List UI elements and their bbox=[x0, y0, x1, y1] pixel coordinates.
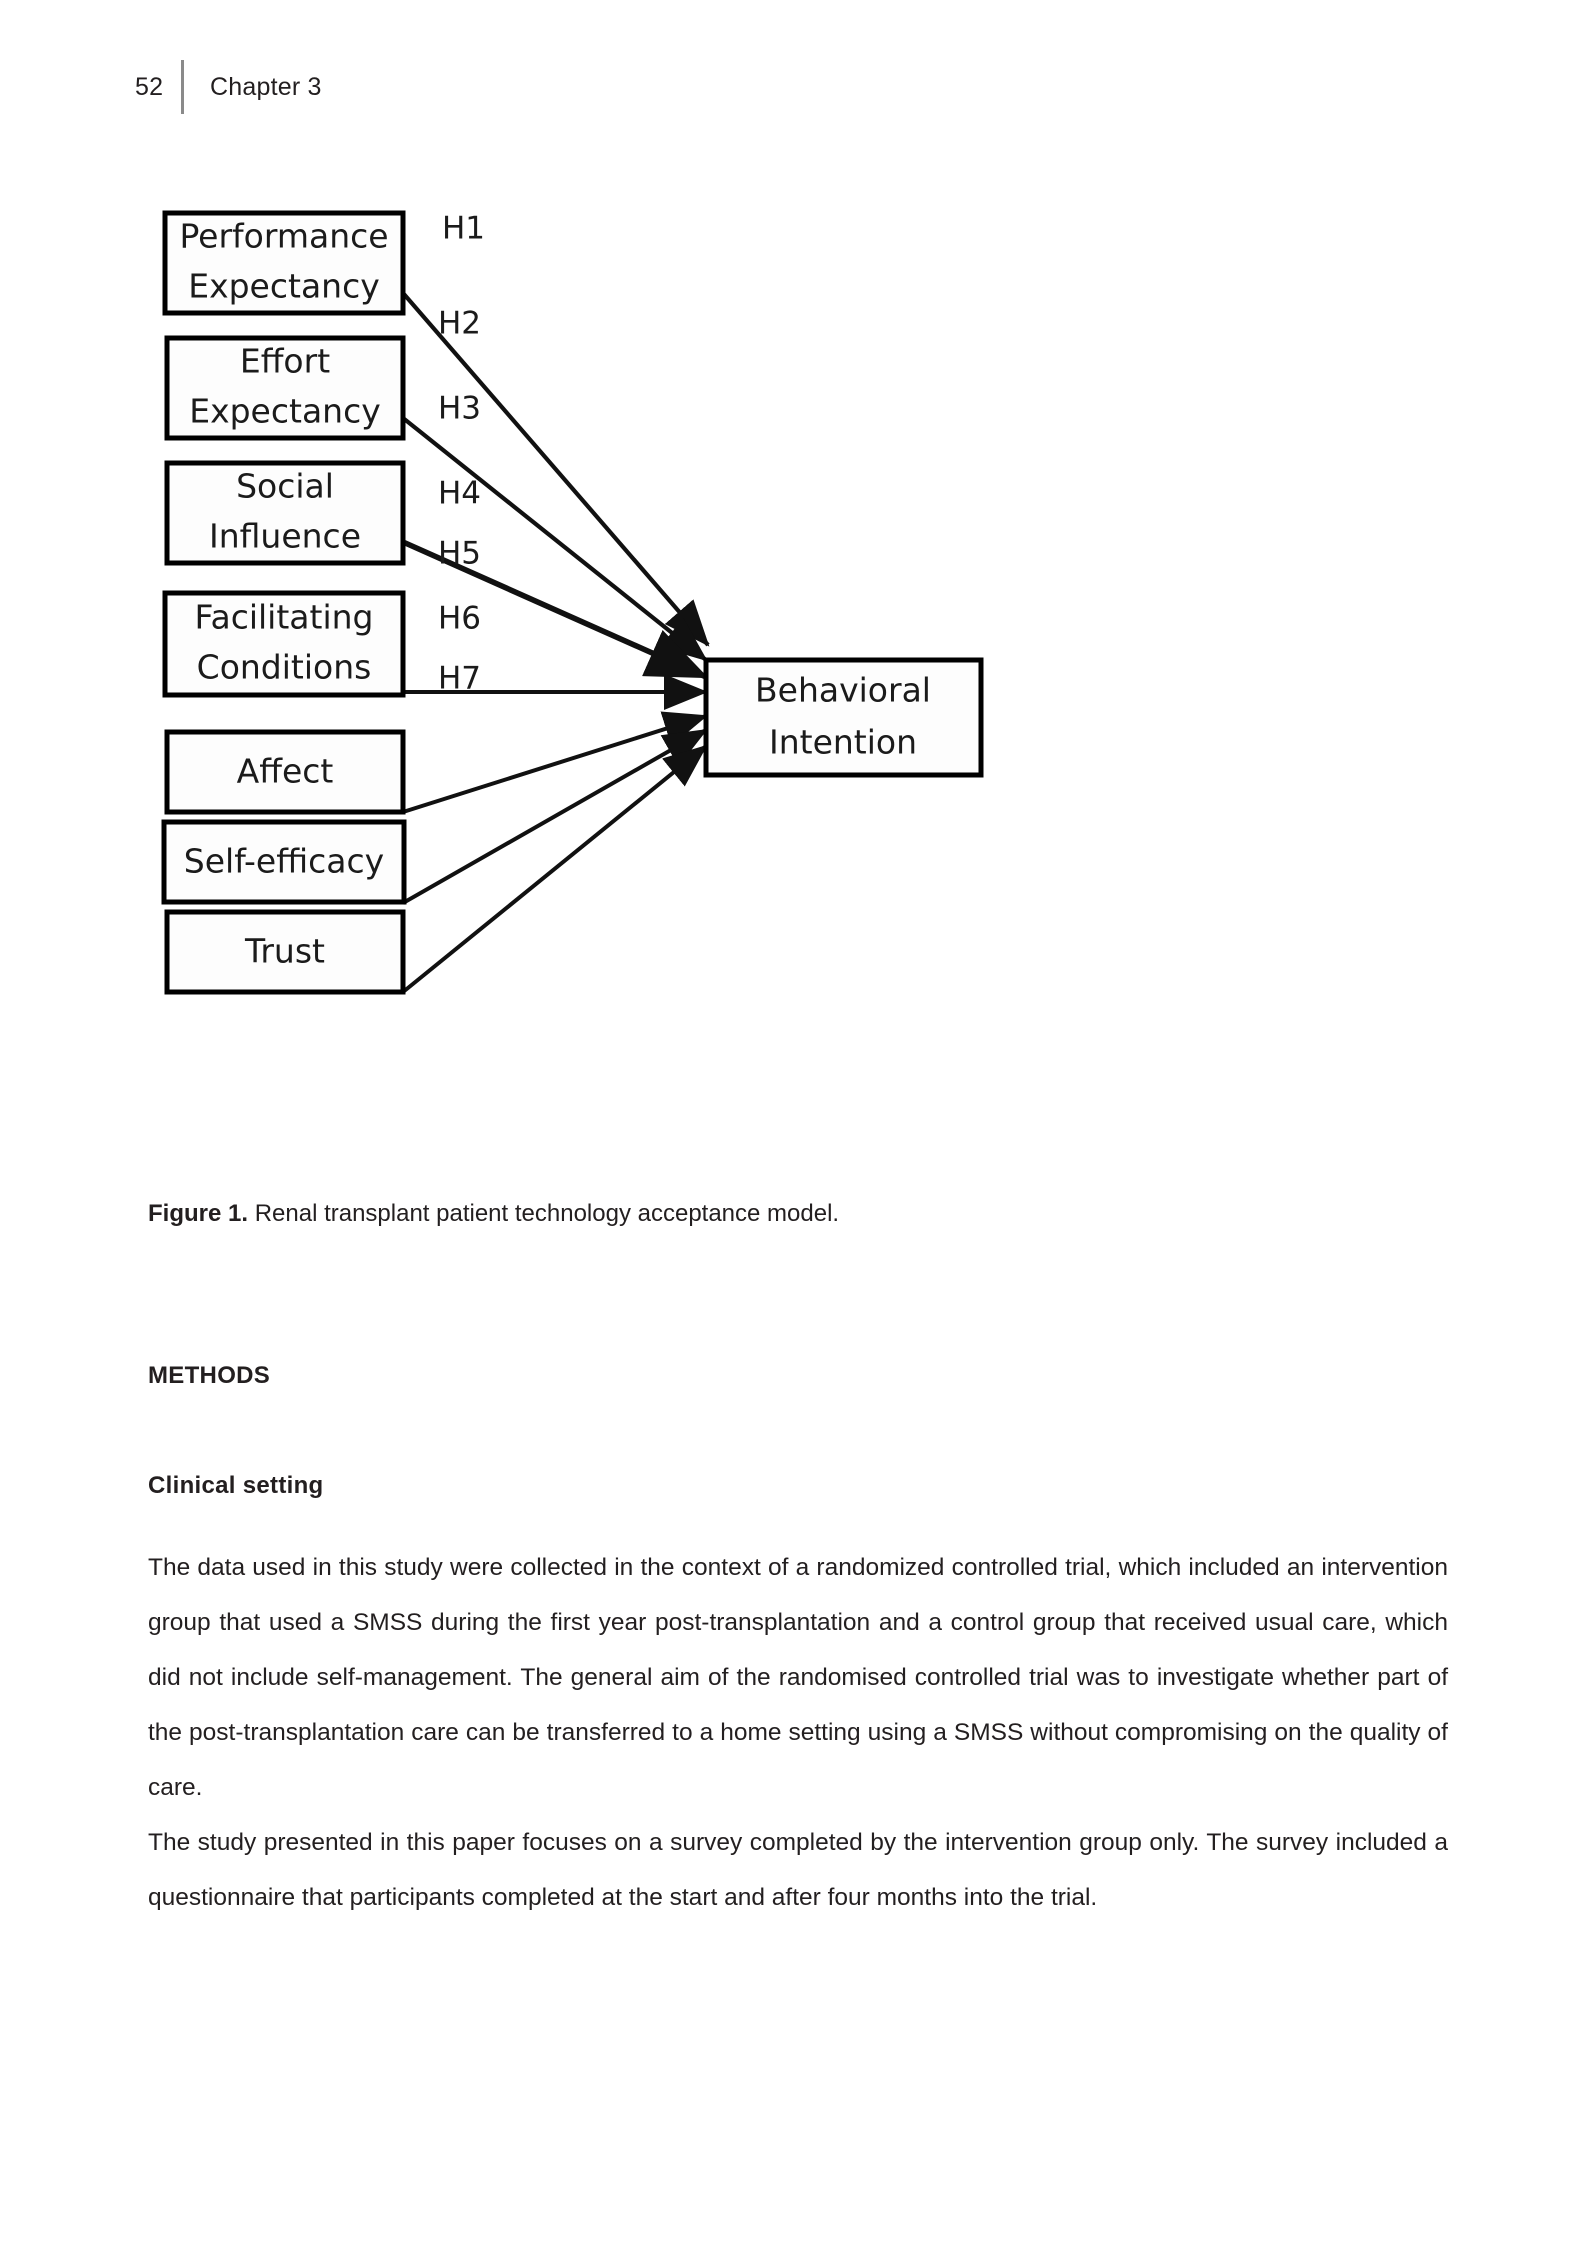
clinical-setting-heading: Clinical setting bbox=[148, 1472, 324, 1499]
edge-h3 bbox=[401, 539, 709, 680]
figure-caption: Figure 1. Renal transplant patient techn… bbox=[148, 1198, 1448, 1230]
chapter-label: Chapter 3 bbox=[210, 72, 322, 101]
diagram-edges bbox=[401, 291, 710, 994]
paragraph-clinical-setting: The data used in this study were collect… bbox=[148, 1553, 1448, 1801]
figure-caption-text: Renal transplant patient technology acce… bbox=[248, 1200, 840, 1227]
node-facilitating-conditions: Facilitating Conditions bbox=[162, 590, 406, 698]
node-label-line2: Influence bbox=[209, 517, 361, 556]
node-performance-expectancy: Performance Expectancy bbox=[162, 210, 406, 316]
figure-1-diagram: Performance Expectancy Effort Expectancy… bbox=[150, 180, 1010, 1180]
target-label-line2: Intention bbox=[769, 723, 917, 762]
acceptance-model-svg: Performance Expectancy Effort Expectancy… bbox=[161, 210, 984, 995]
node-label-line2: Expectancy bbox=[189, 392, 381, 431]
page-number: 52 bbox=[135, 72, 164, 101]
node-label-line1: Social bbox=[236, 467, 334, 506]
node-trust: Trust bbox=[164, 909, 406, 995]
edge-label-h1: H1 bbox=[442, 211, 485, 247]
edge-label-h5: H5 bbox=[438, 536, 481, 572]
methods-section-heading: METHODS bbox=[148, 1362, 271, 1389]
edge-label-h7: H7 bbox=[438, 661, 481, 697]
node-label-line1: Trust bbox=[244, 932, 325, 971]
edge-label-h6: H6 bbox=[438, 601, 481, 637]
edge-h2 bbox=[401, 416, 708, 662]
node-label-line1: Affect bbox=[237, 752, 334, 791]
edge-label-h3: H3 bbox=[438, 391, 481, 427]
node-affect: Affect bbox=[164, 729, 406, 815]
figure-caption-label: Figure 1. bbox=[148, 1200, 249, 1227]
node-label-line1: Self-efficacy bbox=[184, 842, 384, 881]
node-effort-expectancy: Effort Expectancy bbox=[164, 335, 406, 441]
edge-label-h2: H2 bbox=[438, 306, 481, 342]
node-social-influence: Social Influence bbox=[164, 460, 406, 566]
node-behavioral-intention: Behavioral Intention bbox=[703, 657, 984, 778]
edge-h6 bbox=[402, 728, 708, 905]
node-label-line1: Facilitating bbox=[195, 598, 374, 637]
node-label-line1: Effort bbox=[240, 342, 330, 381]
node-label-line2: Expectancy bbox=[188, 267, 380, 306]
header-divider-rule bbox=[181, 60, 184, 114]
edge-h5 bbox=[402, 711, 708, 814]
node-self-efficacy: Self-efficacy bbox=[161, 819, 407, 905]
page-running-header: 52 Chapter 3 bbox=[135, 60, 322, 114]
node-label-line2: Conditions bbox=[197, 648, 372, 687]
paragraph-survey-scope: The study presented in this paper focuse… bbox=[148, 1828, 1448, 1911]
node-label-line1: Performance bbox=[179, 217, 388, 256]
diagram-edge-labels: H1 H2 H3 H4 H5 H6 H7 bbox=[438, 211, 485, 697]
edge-label-h4: H4 bbox=[438, 476, 481, 512]
target-label-line1: Behavioral bbox=[755, 671, 931, 710]
edge-h7 bbox=[401, 744, 708, 994]
edge-h1 bbox=[401, 291, 710, 647]
